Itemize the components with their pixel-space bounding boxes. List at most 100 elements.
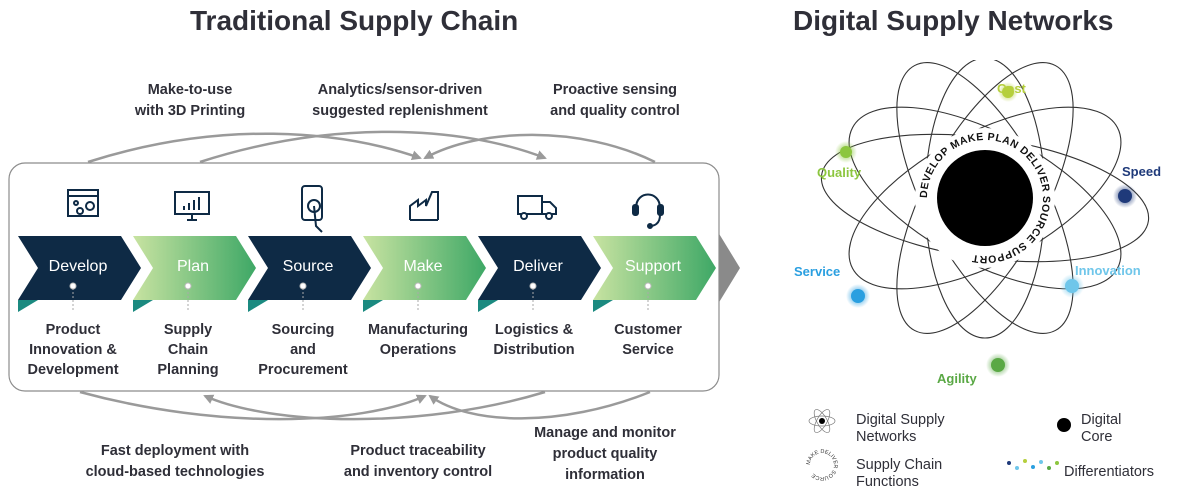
annotation-line: suggested replenishment <box>312 103 488 119</box>
dsn-atom-graphic: DEVELOP MAKE PLAN DELIVER SOURCE SUPPORT <box>820 60 1150 377</box>
stage-desc-make: Manufacturing Operations <box>353 320 483 360</box>
differentiators-legend-icon <box>1007 459 1059 470</box>
legend-dsn: Digital Supply Networks <box>856 412 945 446</box>
stage-desc-deliver: Logistics & Distribution <box>478 320 590 360</box>
label-innovation: Innovation <box>1075 263 1141 278</box>
legend-graphics: MAKE DELIVER SOURCE <box>806 409 1071 481</box>
annotation-quality-info: Manage and monitor product quality infor… <box>520 423 690 486</box>
annotation-cloud: Fast deployment with cloud-based technol… <box>75 441 275 483</box>
left-title: Traditional Supply Chain <box>190 5 519 36</box>
chevron-make <box>363 236 486 312</box>
annotation-traceability: Product traceability and inventory contr… <box>328 441 508 483</box>
node-innovation <box>1065 279 1079 293</box>
legend-functions: Supply Chain Functions <box>856 457 942 491</box>
monitor-chart-icon <box>174 191 210 221</box>
desc-line: Supply <box>163 322 213 338</box>
legend-differentiators: Differentiators <box>1064 464 1154 480</box>
label-speed: Speed <box>1122 164 1162 179</box>
legend-line: Functions <box>856 474 919 490</box>
annotation-line: and inventory control <box>343 464 493 480</box>
annotation-line: and quality control <box>550 103 680 119</box>
annotation-line: Fast deployment with <box>100 443 250 459</box>
chevron-develop <box>18 236 141 312</box>
headset-icon <box>632 193 664 229</box>
factory-icon <box>409 191 439 221</box>
stage-desc-support: Customer Service <box>593 320 703 360</box>
digital-core <box>937 150 1033 246</box>
top-arc-arrow <box>199 130 547 164</box>
connector-dot <box>414 282 422 290</box>
annotation-replenishment: Analytics/sensor-driven suggested replen… <box>290 80 510 122</box>
stage-desc-develop: Product Innovation & Development <box>15 320 131 380</box>
stage-connectors <box>72 288 649 312</box>
browser-gear-icon <box>67 189 99 217</box>
connector-dot <box>184 282 192 290</box>
stage-label-make: Make <box>403 258 443 275</box>
annotation-line: Product traceability <box>350 443 486 459</box>
truck-icon <box>517 195 557 220</box>
annotation-line: with 3D Printing <box>134 103 246 119</box>
annotation-line: Make-to-use <box>147 82 233 98</box>
chevron-source <box>248 236 371 312</box>
legend-line: Core <box>1081 429 1113 445</box>
annotation-line: information <box>565 467 645 483</box>
connector-dot <box>529 282 537 290</box>
desc-line: Product <box>45 322 101 338</box>
stage-label-develop: Develop <box>48 258 108 275</box>
desc-line: Customer <box>614 322 682 338</box>
annotation-line: Analytics/sensor-driven <box>317 82 483 98</box>
stage-label-source: Source <box>282 258 334 275</box>
chevron-deliver <box>478 236 601 312</box>
desc-line: Innovation & <box>29 342 117 358</box>
desc-line: Service <box>622 342 674 358</box>
top-arc-arrow <box>423 133 656 164</box>
desc-line: Chain <box>167 342 209 358</box>
bottom-arc-arrow <box>428 390 651 420</box>
stage-label-deliver: Deliver <box>513 258 563 275</box>
desc-line: Procurement <box>258 362 348 378</box>
node-service <box>851 289 865 303</box>
annotation-quality-control: Proactive sensing and quality control <box>530 80 700 122</box>
annotation-line: Manage and monitor <box>534 425 676 441</box>
stage-desc-source: Sourcing and Procurement <box>243 320 363 380</box>
bottom-arc-arrow <box>203 390 546 421</box>
right-title: Digital Supply Networks <box>793 5 1114 36</box>
top-arc-arrow <box>87 132 422 164</box>
mini-ring-icon: MAKE DELIVER SOURCE <box>806 449 838 481</box>
annotation-line: cloud-based technologies <box>85 464 265 480</box>
label-quality: Quality <box>817 165 862 180</box>
connector-dot <box>299 282 307 290</box>
mini-atom-icon <box>808 409 836 433</box>
stage-desc-plan: Supply Chain Planning <box>140 320 236 380</box>
node-speed <box>1118 189 1132 203</box>
phone-touch-icon <box>301 185 323 233</box>
node-cost <box>1002 86 1014 98</box>
desc-line: Planning <box>157 362 219 378</box>
desc-line: Distribution <box>493 342 575 358</box>
desc-line: Operations <box>379 342 457 358</box>
annotation-line: product quality <box>552 446 658 462</box>
desc-line: Logistics & <box>494 322 574 338</box>
legend-line: Supply Chain <box>856 457 943 473</box>
chevron-plan <box>133 236 256 312</box>
legend-line: Digital <box>1081 412 1122 428</box>
core-legend-icon <box>1057 418 1071 432</box>
legend-core: Digital Core <box>1081 412 1121 446</box>
annotation-3d-printing: Make-to-use with 3D Printing <box>110 80 270 122</box>
connector-dot <box>644 282 652 290</box>
connector-dot <box>69 282 77 290</box>
label-service: Service <box>794 264 841 279</box>
stage-label-support: Support <box>624 258 682 275</box>
stage-label-plan: Plan <box>176 258 210 275</box>
label-cost: Cost <box>997 81 1026 96</box>
desc-line: and <box>290 342 316 358</box>
desc-line: Sourcing <box>271 322 335 338</box>
chevron-support <box>593 236 716 312</box>
label-agility: Agility <box>937 371 977 386</box>
bottom-arc-arrow <box>79 390 427 421</box>
desc-line: Development <box>27 362 119 378</box>
node-quality <box>840 146 852 158</box>
desc-line: Manufacturing <box>368 322 468 338</box>
node-agility <box>991 358 1005 372</box>
legend-line: Networks <box>856 429 917 445</box>
